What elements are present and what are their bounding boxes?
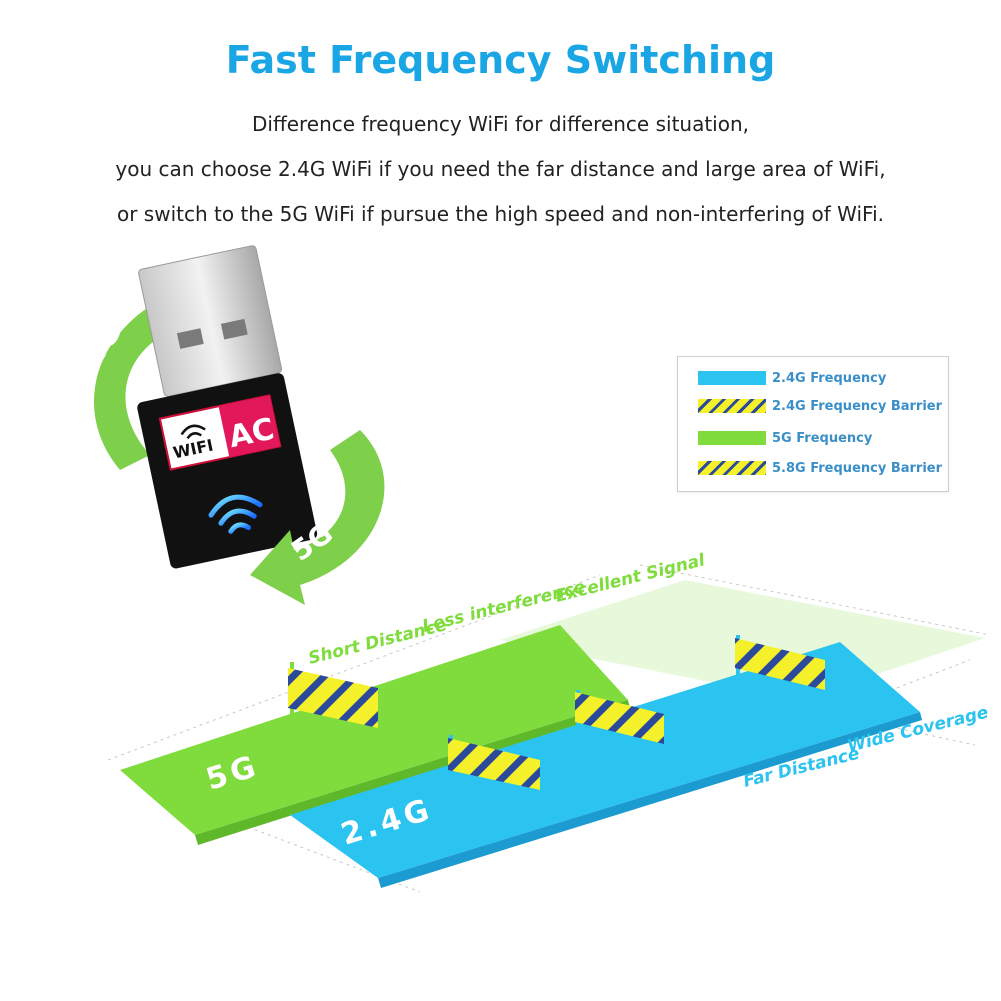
legend-item-24g: 2.4G Frequency — [698, 369, 886, 387]
legend-label: 5G Frequency — [772, 430, 873, 446]
24g-barrier-1 — [448, 735, 540, 820]
5g-band-edge — [195, 700, 630, 845]
legend-label: 5.8G Frequency Barrier — [772, 460, 943, 476]
description-line-1: Difference frequency WiFi for difference… — [251, 112, 750, 136]
24g-band — [290, 642, 920, 878]
legend-swatch-barrier — [698, 461, 766, 475]
legend-swatch-green — [698, 431, 766, 445]
5g-barrier — [288, 662, 378, 758]
legend-item-24g-barrier: 2.4G Frequency Barrier — [698, 397, 942, 415]
legend-label: 2.4G Frequency Barrier — [772, 398, 943, 414]
wifi-glow-icon — [208, 494, 263, 534]
legend-item-5g: 5G Frequency — [698, 429, 872, 447]
24g-barrier-3 — [735, 635, 825, 720]
24g-band-edge — [378, 712, 922, 888]
legend-box: 2.4G Frequency 2.4G Frequency Barrier 5G… — [677, 356, 949, 492]
24g-barrier-2 — [575, 690, 664, 775]
description-line-2: you can choose 2.4G WiFi if you need the… — [115, 157, 886, 181]
page-title: Fast Frequency Switching — [225, 38, 776, 82]
usb-adapter: WIFI AC 2.4G 5G — [56, 245, 385, 605]
legend-swatch-barrier — [698, 399, 766, 413]
legend-item-58g-barrier: 5.8G Frequency Barrier — [698, 459, 942, 477]
arrow-5g-icon — [250, 430, 385, 605]
description-line-3: or switch to the 5G WiFi if pursue the h… — [116, 202, 885, 226]
legend-label: 2.4G Frequency — [772, 370, 887, 386]
legend-swatch-blue — [698, 371, 766, 385]
